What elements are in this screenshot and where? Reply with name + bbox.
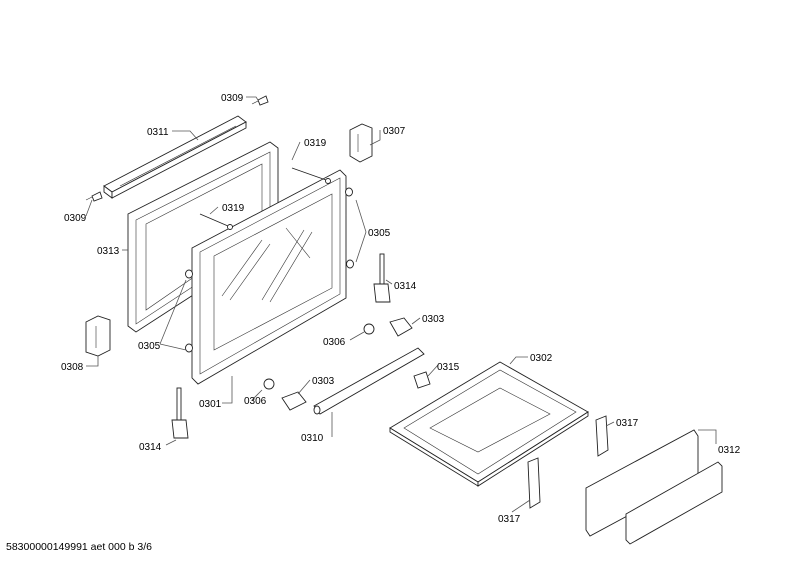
- bushing-parts: [185, 187, 354, 353]
- outer-door-panel: [191, 169, 347, 385]
- bracket-part-0308: [85, 315, 111, 357]
- label-0306-left: 0306: [244, 396, 267, 407]
- part-labels: 0309 0311 0307 0319 0309 0319 0305 0313 …: [61, 93, 741, 525]
- label-0305-left: 0305: [138, 341, 161, 352]
- guide-part-right: [389, 317, 413, 337]
- label-0311: 0311: [147, 127, 169, 138]
- runner-part-right: [595, 415, 609, 457]
- cap-parts: [263, 323, 375, 390]
- trim-strip-part: [103, 115, 247, 199]
- label-0309-top: 0309: [221, 93, 244, 104]
- bracket-part-0307: [349, 123, 373, 163]
- drip-tray-part: [389, 361, 589, 487]
- label-0315: 0315: [437, 362, 460, 373]
- leader-lines: [85, 96, 717, 513]
- label-0306-right: 0306: [323, 337, 346, 348]
- runner-part-left: [527, 457, 541, 509]
- label-0313: 0313: [97, 246, 120, 257]
- label-0314-right: 0314: [394, 281, 417, 292]
- label-0303-right: 0303: [422, 314, 445, 325]
- label-0308: 0308: [61, 362, 84, 373]
- hinge-part-right: [373, 253, 391, 303]
- hinge-part-left: [171, 387, 189, 439]
- label-0314-left: 0314: [139, 442, 162, 453]
- guide-part-left: [281, 391, 307, 411]
- clip-part: [413, 371, 431, 389]
- label-0305-right: 0305: [368, 228, 391, 239]
- label-0302: 0302: [530, 353, 553, 364]
- label-0309-left: 0309: [64, 213, 87, 224]
- label-0319-upper: 0319: [304, 138, 327, 149]
- label-0303-left: 0303: [312, 376, 335, 387]
- pin-part-upper: [291, 167, 331, 184]
- pin-part-lower: [199, 213, 233, 230]
- label-0317-left: 0317: [498, 514, 521, 525]
- label-0310: 0310: [301, 433, 324, 444]
- screw-part-left: [85, 191, 103, 202]
- label-0319-lower: 0319: [222, 203, 245, 214]
- rod-part: [313, 347, 425, 415]
- document-footer-code: 58300000149991 aet 000 b 3/6: [6, 541, 152, 553]
- label-0307: 0307: [383, 126, 406, 137]
- label-0301: 0301: [199, 399, 222, 410]
- drawer-front-part: [585, 429, 723, 545]
- label-0317-right: 0317: [616, 418, 639, 429]
- label-0312: 0312: [718, 445, 741, 456]
- screw-part-top: [251, 95, 269, 106]
